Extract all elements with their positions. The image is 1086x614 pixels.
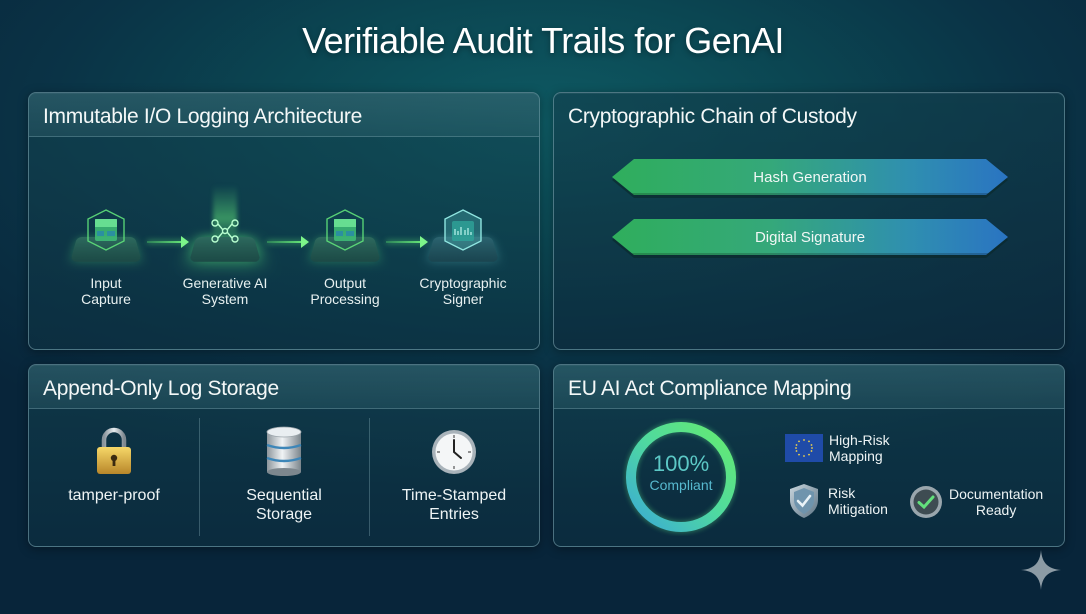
compliance-item-high-risk-mapping: High-Risk Mapping [785, 432, 890, 464]
database-icon [266, 426, 302, 476]
compliance-gauge: 100% Compliant [622, 418, 740, 536]
io-pipeline: Input Capture Generative AI [29, 185, 539, 323]
panel-title: Immutable I/O Logging Architecture [29, 93, 539, 137]
flow-arrow-icon [386, 236, 428, 248]
node-label: Output Processing [310, 275, 380, 307]
logging-architecture-panel: Immutable I/O Logging Architecture Input… [28, 92, 540, 350]
pipeline-node-input-capture: Input Capture [56, 193, 156, 307]
gauge-value: 100% [652, 451, 710, 476]
signer-hexagon-icon [444, 209, 482, 251]
storage-item-sequential-storage: Sequential Storage [199, 410, 369, 546]
input-cube-icon [87, 209, 125, 251]
flow-arrow-icon [147, 236, 189, 248]
shield-check-icon [790, 484, 818, 518]
gauge-caption: Compliant [649, 477, 713, 493]
progress-ring-icon [625, 421, 737, 533]
storage-item-time-stamped-entries: Time-Stamped Entries [369, 410, 539, 546]
output-cube-icon [326, 209, 364, 251]
storage-item-tamper-proof: tamper-proof [29, 410, 199, 546]
panel-title: Cryptographic Chain of Custody [568, 105, 857, 128]
compliance-mapping-panel: EU AI Act Compliance Mapping 100% Compli… [553, 364, 1065, 547]
padlock-icon [97, 427, 131, 474]
page-title: Verifiable Audit Trails for GenAI [302, 20, 784, 61]
panel-title: EU AI Act Compliance Mapping [554, 365, 1064, 409]
pipeline-node-generative-ai: Generative AI System [175, 185, 275, 307]
sparkle-icon [1021, 550, 1061, 590]
neural-network-icon [211, 219, 239, 243]
node-label: Input Capture [81, 275, 131, 307]
node-label: Cryptographic Signer [419, 275, 507, 307]
flow-arrow-icon [267, 236, 309, 248]
panel-title: Append-Only Log Storage [29, 365, 539, 409]
eu-flag-icon [785, 434, 823, 462]
compliance-item-documentation-ready: Documentation Ready [909, 485, 1043, 519]
chain-of-custody-panel: Cryptographic Chain of Custody Hash Gene… [553, 92, 1065, 350]
compliance-item-risk-mitigation: Risk Mitigation [788, 483, 888, 519]
pipeline-node-output-processing: Output Processing [295, 193, 395, 307]
check-circle-icon [910, 486, 942, 518]
pipeline-node-cryptographic-signer: Cryptographic Signer [413, 193, 513, 307]
clock-icon [432, 430, 476, 474]
node-label: Generative AI System [182, 275, 268, 307]
custody-step-hash-generation: Hash Generation [612, 159, 1008, 195]
log-storage-panel: Append-Only Log Storage tamper-proof [28, 364, 540, 547]
custody-step-digital-signature: Digital Signature [612, 219, 1008, 255]
